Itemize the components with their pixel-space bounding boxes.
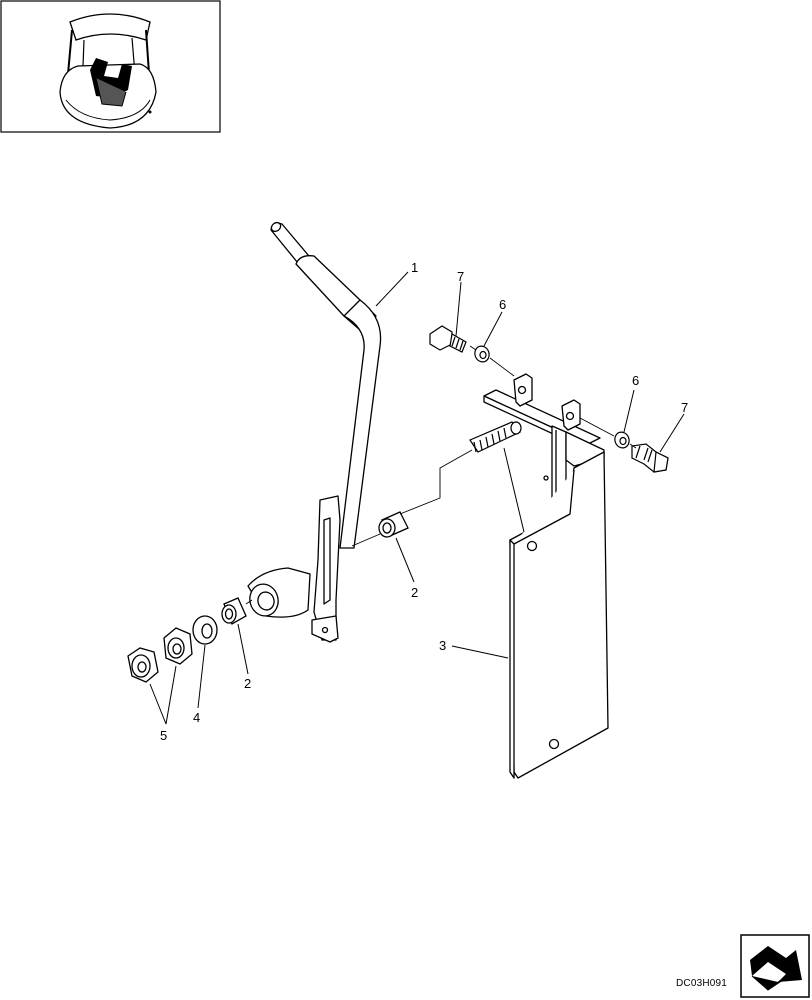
drawing-reference: DC03H091 [676,978,728,989]
nut-6-upper [474,345,490,363]
washer [192,615,218,645]
callout-2-upper: 2 [411,585,418,600]
control-lever [247,221,382,643]
assembly-lines [245,345,637,605]
next-page-arrow-icon[interactable] [740,934,810,998]
nut-inner [163,627,193,665]
spring-rod [469,421,522,453]
callout-2-lower: 2 [244,676,251,691]
bushing-upper [378,511,409,538]
machine-cab-locator-icon [0,0,221,133]
callout-7-upper: 7 [457,269,464,284]
callout-3: 3 [439,638,446,653]
callout-7-lower: 7 [681,400,688,415]
mounting-bracket [483,373,609,779]
bushing-lower [221,597,247,625]
callout-1: 1 [411,260,418,275]
callout-5: 5 [160,728,167,743]
callout-4: 4 [193,710,200,725]
callout-6-upper: 6 [499,297,506,312]
bolt-7-upper [429,325,467,353]
bolt-7-lower [631,443,669,473]
nut-6-lower [614,431,630,449]
callout-6-lower: 6 [632,373,639,388]
callout-leaders [149,271,685,725]
nut-outer [127,647,159,683]
